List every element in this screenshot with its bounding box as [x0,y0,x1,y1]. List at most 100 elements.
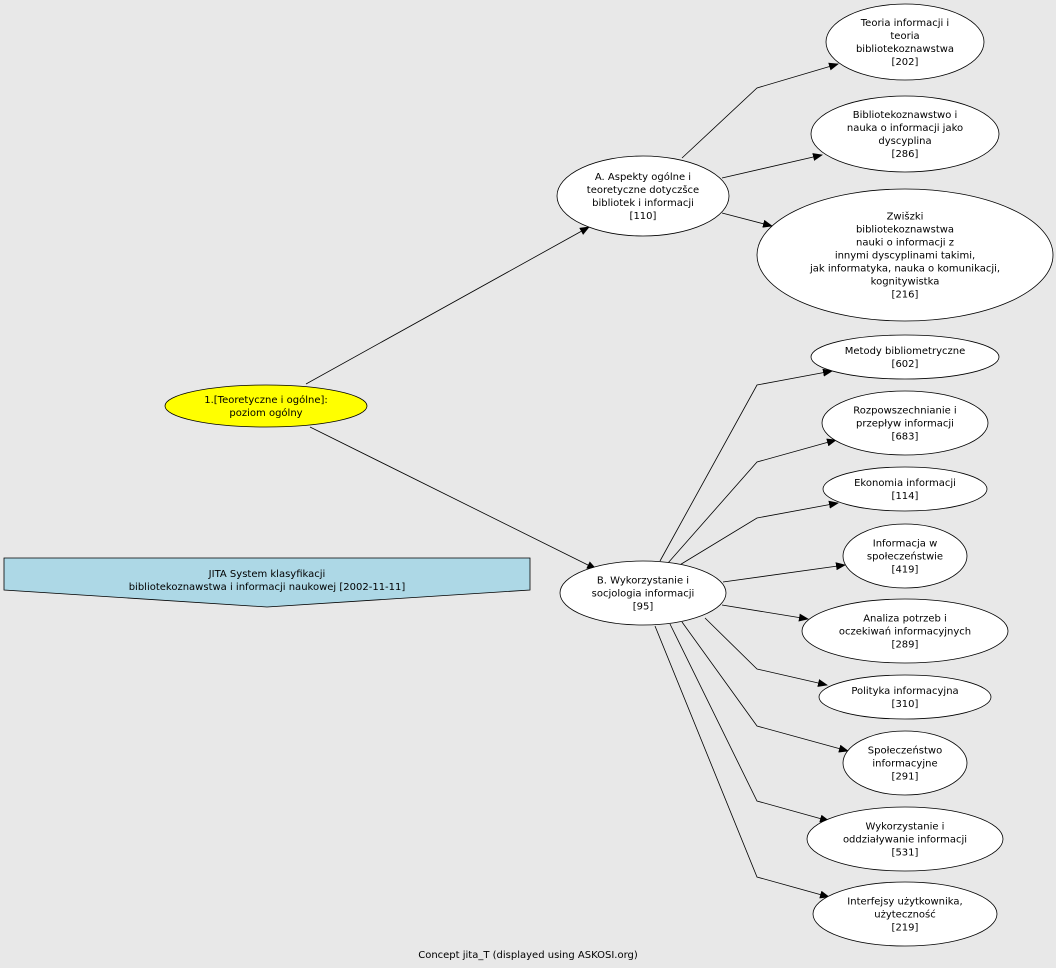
graph-caption: Concept jita_T (displayed using ASKOSI.o… [418,950,638,961]
branch-node-1-label-line: [95] [633,602,654,613]
leaf-node-1-8-shape [812,881,998,947]
leaf-node-1-1-label-line: Rozpowszechnianie i [853,406,956,417]
leaf-node-1-6[interactable]: Społeczeństwo informacyjne [291] [842,730,968,796]
leaf-node-1-5[interactable]: Polityka informacyjna [310] [818,674,992,720]
edge-branch-0-to-child-2 [721,212,773,228]
leaf-node-1-1-label-line: [683] [892,432,919,443]
edge-branch-1-to-child-1 [667,438,837,564]
leaf-node-1-3-shape [842,523,968,589]
leaf-node-0-2[interactable]: Zwišzki bibliotekoznawstwa nauki o informa… [756,188,1054,322]
classification-banner-shape [3,557,531,608]
leaf-node-1-8-label-line: użyteczność [874,909,936,921]
leaf-node-1-5-label-line: Polityka informacyjna [851,686,958,697]
leaf-node-1-8[interactable]: Interfejsy użytkownika,użyteczność [219] [812,881,998,947]
edge-branch-1-to-child-0 [659,368,833,562]
leaf-node-1-0-label-line: [602] [892,359,919,370]
leaf-node-1-2[interactable]: Ekonomia informacji [114] [822,466,988,512]
leaf-node-0-2-label-line: bibliotekoznawstwa [856,225,954,236]
leaf-node-1-0-label-line: Metody bibliometryczne [845,346,966,357]
leaf-node-0-1-label-line: [286] [892,149,919,160]
leaf-node-1-1-shape [821,390,989,456]
leaf-node-1-1[interactable]: Rozpowszechnianie i przepływ informacji [6… [821,390,989,456]
leaf-node-1-3-label-line: Informacja w [873,539,938,550]
leaf-node-0-0-label-line: Teoria informacji i [860,18,949,29]
leaf-node-1-0-shape [810,334,1000,380]
leaf-node-0-2-label-line: nauki o informacji z [856,238,954,249]
leaf-node-1-6-shape [842,730,968,796]
edge-root-to-branch-0 [305,226,590,385]
edges [305,62,849,899]
leaf-node-1-6-label-line: Społeczeństwo [868,745,942,757]
leaf-node-0-0[interactable]: Teoria informacji i teoria bibliotekoznaws… [825,3,985,81]
edge-branch-0-to-child-1 [721,153,823,179]
leaf-node-0-1[interactable]: Bibliotekoznawstwo i nauka o informacji j… [810,95,1000,173]
leaf-node-0-1-label-line: dyscyplina [878,136,931,147]
edge-branch-1-to-child-3 [722,562,846,583]
leaf-node-1-7-label-line: oddziaływanie informacji [843,835,967,846]
branch-node-0-label-line: [110] [630,211,657,222]
leaf-node-1-2-shape [822,466,988,512]
branch-node-1-shape [559,560,727,626]
branch-node-0-label-line: bibliotek i informacji [592,198,694,209]
leaf-node-1-0[interactable]: Metody bibliometryczne [602] [810,334,1000,380]
branch-node-1-label-line: socjologia informacji [592,589,695,600]
leaf-node-1-6-label-line: [291] [892,772,919,783]
leaf-node-1-7-shape [806,806,1004,872]
leaf-node-0-1-shape [810,95,1000,173]
leaf-node-1-7-label-line: Wykorzystanie i [866,822,945,833]
edge-branch-1-to-child-2 [677,500,839,567]
leaf-node-0-1-label-line: Bibliotekoznawstwo i [853,110,958,121]
leaf-node-0-2-label-line: kognitywistka [871,277,940,288]
leaf-node-1-3-label-line: [419] [892,565,919,576]
classification-banner-line: bibliotekoznawstwa i informacji naukowej… [129,582,406,593]
nodes: JITA System klasyfikacji bibliotekoznawst… [3,3,1054,947]
leaf-node-0-0-label-line: [202] [892,57,919,68]
branch-node-1[interactable]: B. Wykorzystanie i socjologia informacji [… [559,560,727,626]
edge-branch-1-to-child-8 [654,625,830,899]
leaf-node-1-4-label-line: Analiza potrzeb i [863,614,947,625]
branch-node-1-label-line: B. Wykorzystanie i [597,576,689,587]
leaf-node-1-3-label-line: społeczeństwie [867,551,943,563]
leaf-node-1-7-label-line: [531] [892,848,919,859]
leaf-node-0-2-label-line: innymi dyscyplinami takimi, [835,251,975,262]
leaf-node-1-8-label-line: [219] [892,923,919,934]
branch-node-0-label-line: A. Aspekty ogólne i [595,171,691,183]
leaf-node-1-4-shape [801,598,1009,664]
edge-branch-1-to-child-5 [704,617,828,687]
edge-branch-1-to-child-6 [681,621,849,753]
leaf-node-0-2-label-line: jak informatyka, nauka o komunikacji, [809,264,1000,275]
leaf-node-1-5-label-line: [310] [892,699,919,710]
leaf-node-0-2-label-line: [216] [892,290,919,301]
edge-branch-0-to-child-0 [681,62,839,159]
root-concept-node-shape [164,384,368,428]
leaf-node-1-2-label-line: Ekonomia informacji [854,478,956,489]
leaf-node-0-0-label-line: bibliotekoznawstwa [856,44,954,55]
root-concept-node-label-line: 1.[Teoretyczne i ogólne]: [204,394,328,406]
leaf-node-0-0-label-line: teoria [890,31,919,42]
branch-node-0-label-line: teoretyczne dotyczšce [587,184,699,196]
leaf-node-1-1-label-line: przepływ informacji [856,419,954,430]
edge-branch-1-to-child-7 [669,623,830,823]
edge-branch-1-to-child-4 [721,604,809,622]
leaf-node-1-4-label-line: [289] [892,640,919,651]
edge-root-to-branch-1 [309,426,597,570]
leaf-node-0-2-label-line: Zwišzki [887,211,924,223]
leaf-node-1-5-shape [818,674,992,720]
leaf-node-1-6-label-line: informacyjne [872,759,937,770]
leaf-node-0-2-shape [756,188,1054,322]
classification-banner: JITA System klasyfikacji bibliotekoznawst… [3,557,531,608]
root-concept-node[interactable]: 1.[Teoretyczne i ogólne]:poziom ogólny [164,384,368,428]
root-concept-node-label-line: poziom ogólny [229,407,302,419]
leaf-node-0-1-label-line: nauka o informacji jako [847,123,963,134]
leaf-node-0-0-shape [825,3,985,81]
classification-banner-line: JITA System klasyfikacji [208,569,326,580]
branch-node-0-shape [556,155,730,237]
leaf-node-1-7[interactable]: Wykorzystanie i oddziaływanie informacji [… [806,806,1004,872]
leaf-node-1-8-label-line: Interfejsy użytkownika, [847,897,962,908]
leaf-node-1-2-label-line: [114] [892,491,919,502]
